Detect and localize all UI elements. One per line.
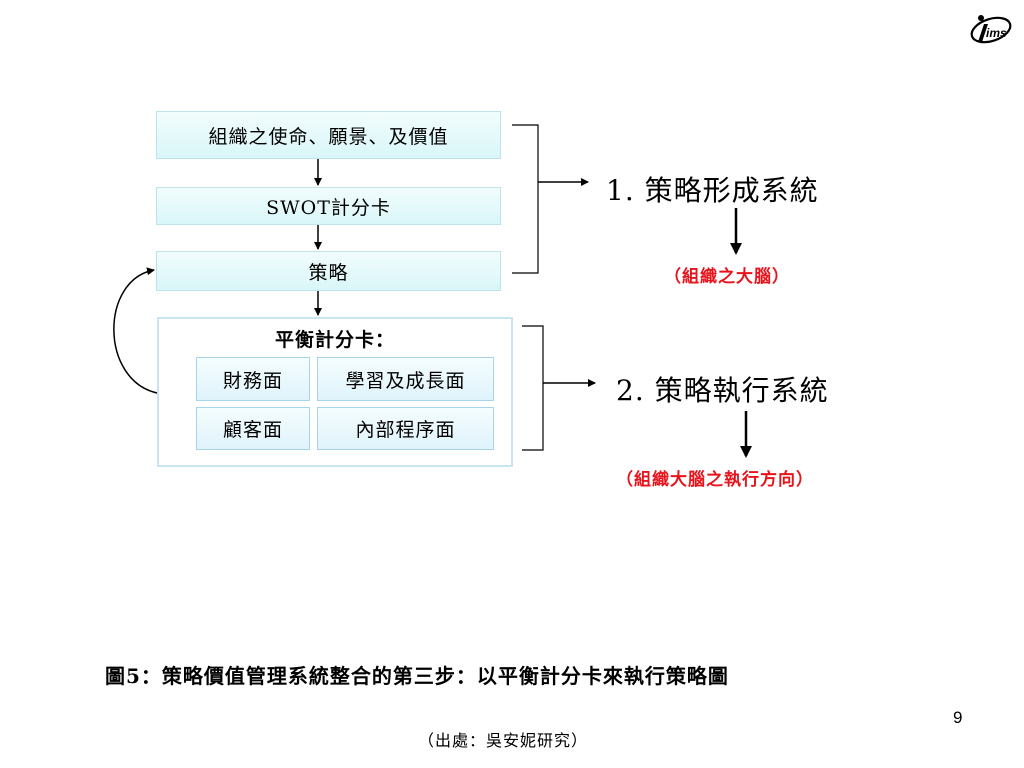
ims-logo: ims [968, 12, 1014, 46]
execution-system-label: 2. 策略執行系統 [616, 374, 829, 407]
mission-box: 組織之使命、願景、及價值 [156, 111, 501, 159]
execution-system-note: （組織大腦之執行方向） [616, 470, 814, 490]
bsc-customer: 顧客面 [196, 407, 310, 450]
bracket-execution [522, 325, 544, 451]
formation-system-label: 1. 策略形成系統 [606, 174, 819, 207]
formation-system-note: （組織之大腦） [664, 267, 790, 287]
mission-text: 組織之使命、願景、及價值 [208, 125, 449, 148]
bsc-title: 平衡計分卡： [274, 329, 395, 351]
logo-text: ims [986, 26, 1007, 40]
bsc-learning-growth: 學習及成長面 [317, 357, 494, 401]
strategy-box: 策略 [156, 251, 501, 291]
source-note: （出處：吳安妮研究） [418, 731, 589, 750]
bsc-financial-label: 財務面 [222, 369, 283, 392]
strategy-text: 策略 [308, 261, 349, 284]
figure-caption: 圖5：策略價值管理系統整合的第三步：以平衡計分卡來執行策略圖 [105, 664, 729, 688]
bsc-financial: 財務面 [196, 357, 310, 401]
bsc-internal-process: 內部程序面 [317, 407, 494, 450]
feedback-arrow [113, 267, 158, 394]
page-number: 9 [953, 708, 963, 727]
swot-box: SWOT計分卡 [156, 187, 501, 225]
bsc-learning-growth-label: 學習及成長面 [345, 369, 466, 392]
bsc-internal-process-label: 內部程序面 [355, 419, 456, 441]
swot-text: SWOT計分卡 [266, 196, 391, 219]
bsc-customer-label: 顧客面 [222, 419, 283, 441]
bracket-formation [512, 124, 539, 274]
